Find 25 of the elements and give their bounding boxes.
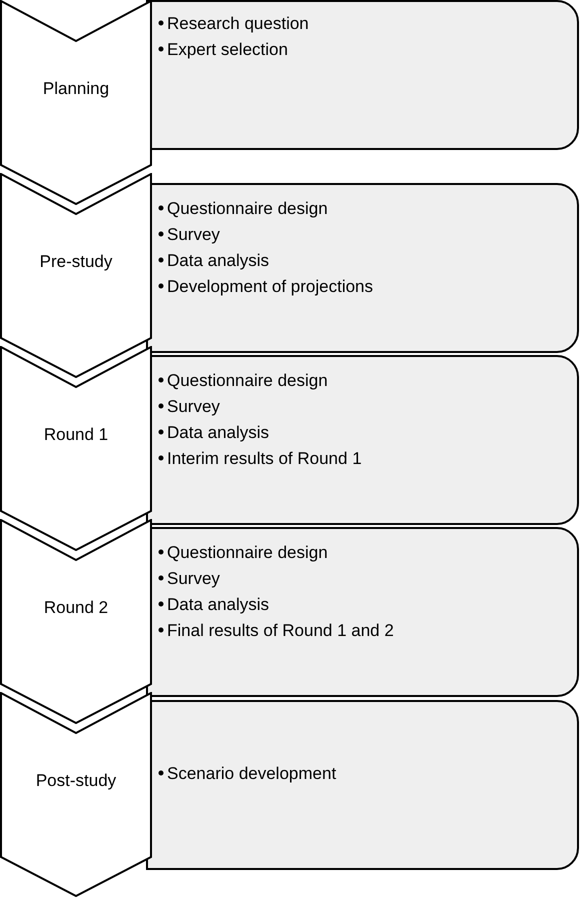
list-item: Data analysis (167, 596, 270, 612)
list-item: Survey (167, 570, 220, 586)
list-item: Questionnaire design (167, 200, 328, 216)
stage-label: Planning (42, 78, 110, 100)
list-item: Expert selection (167, 40, 288, 58)
list-item: Data analysis (167, 424, 270, 440)
content-box (146, 183, 579, 353)
list-item: Questionnaire design (167, 372, 328, 388)
list-item: Scenario development (167, 764, 336, 782)
list-item: Final results of Round 1 and 2 (167, 622, 394, 638)
stage-label: Round 1 (44, 424, 108, 446)
list-item: Research question (167, 14, 309, 32)
content-box (146, 0, 579, 150)
stage-label: Post-study (36, 770, 116, 792)
list-item: Survey (167, 226, 220, 242)
list-item: Data analysis (167, 252, 270, 268)
list-item: Development of projections (167, 278, 374, 294)
content-box (146, 527, 579, 697)
content-box (146, 355, 579, 525)
list-item: Questionnaire design (167, 544, 328, 560)
content-box (146, 700, 579, 870)
stage-label: Round 2 (44, 597, 108, 619)
list-item: Survey (167, 398, 220, 414)
stage-label: Pre-study (40, 251, 112, 273)
list-item: Interim results of Round 1 (167, 450, 362, 466)
